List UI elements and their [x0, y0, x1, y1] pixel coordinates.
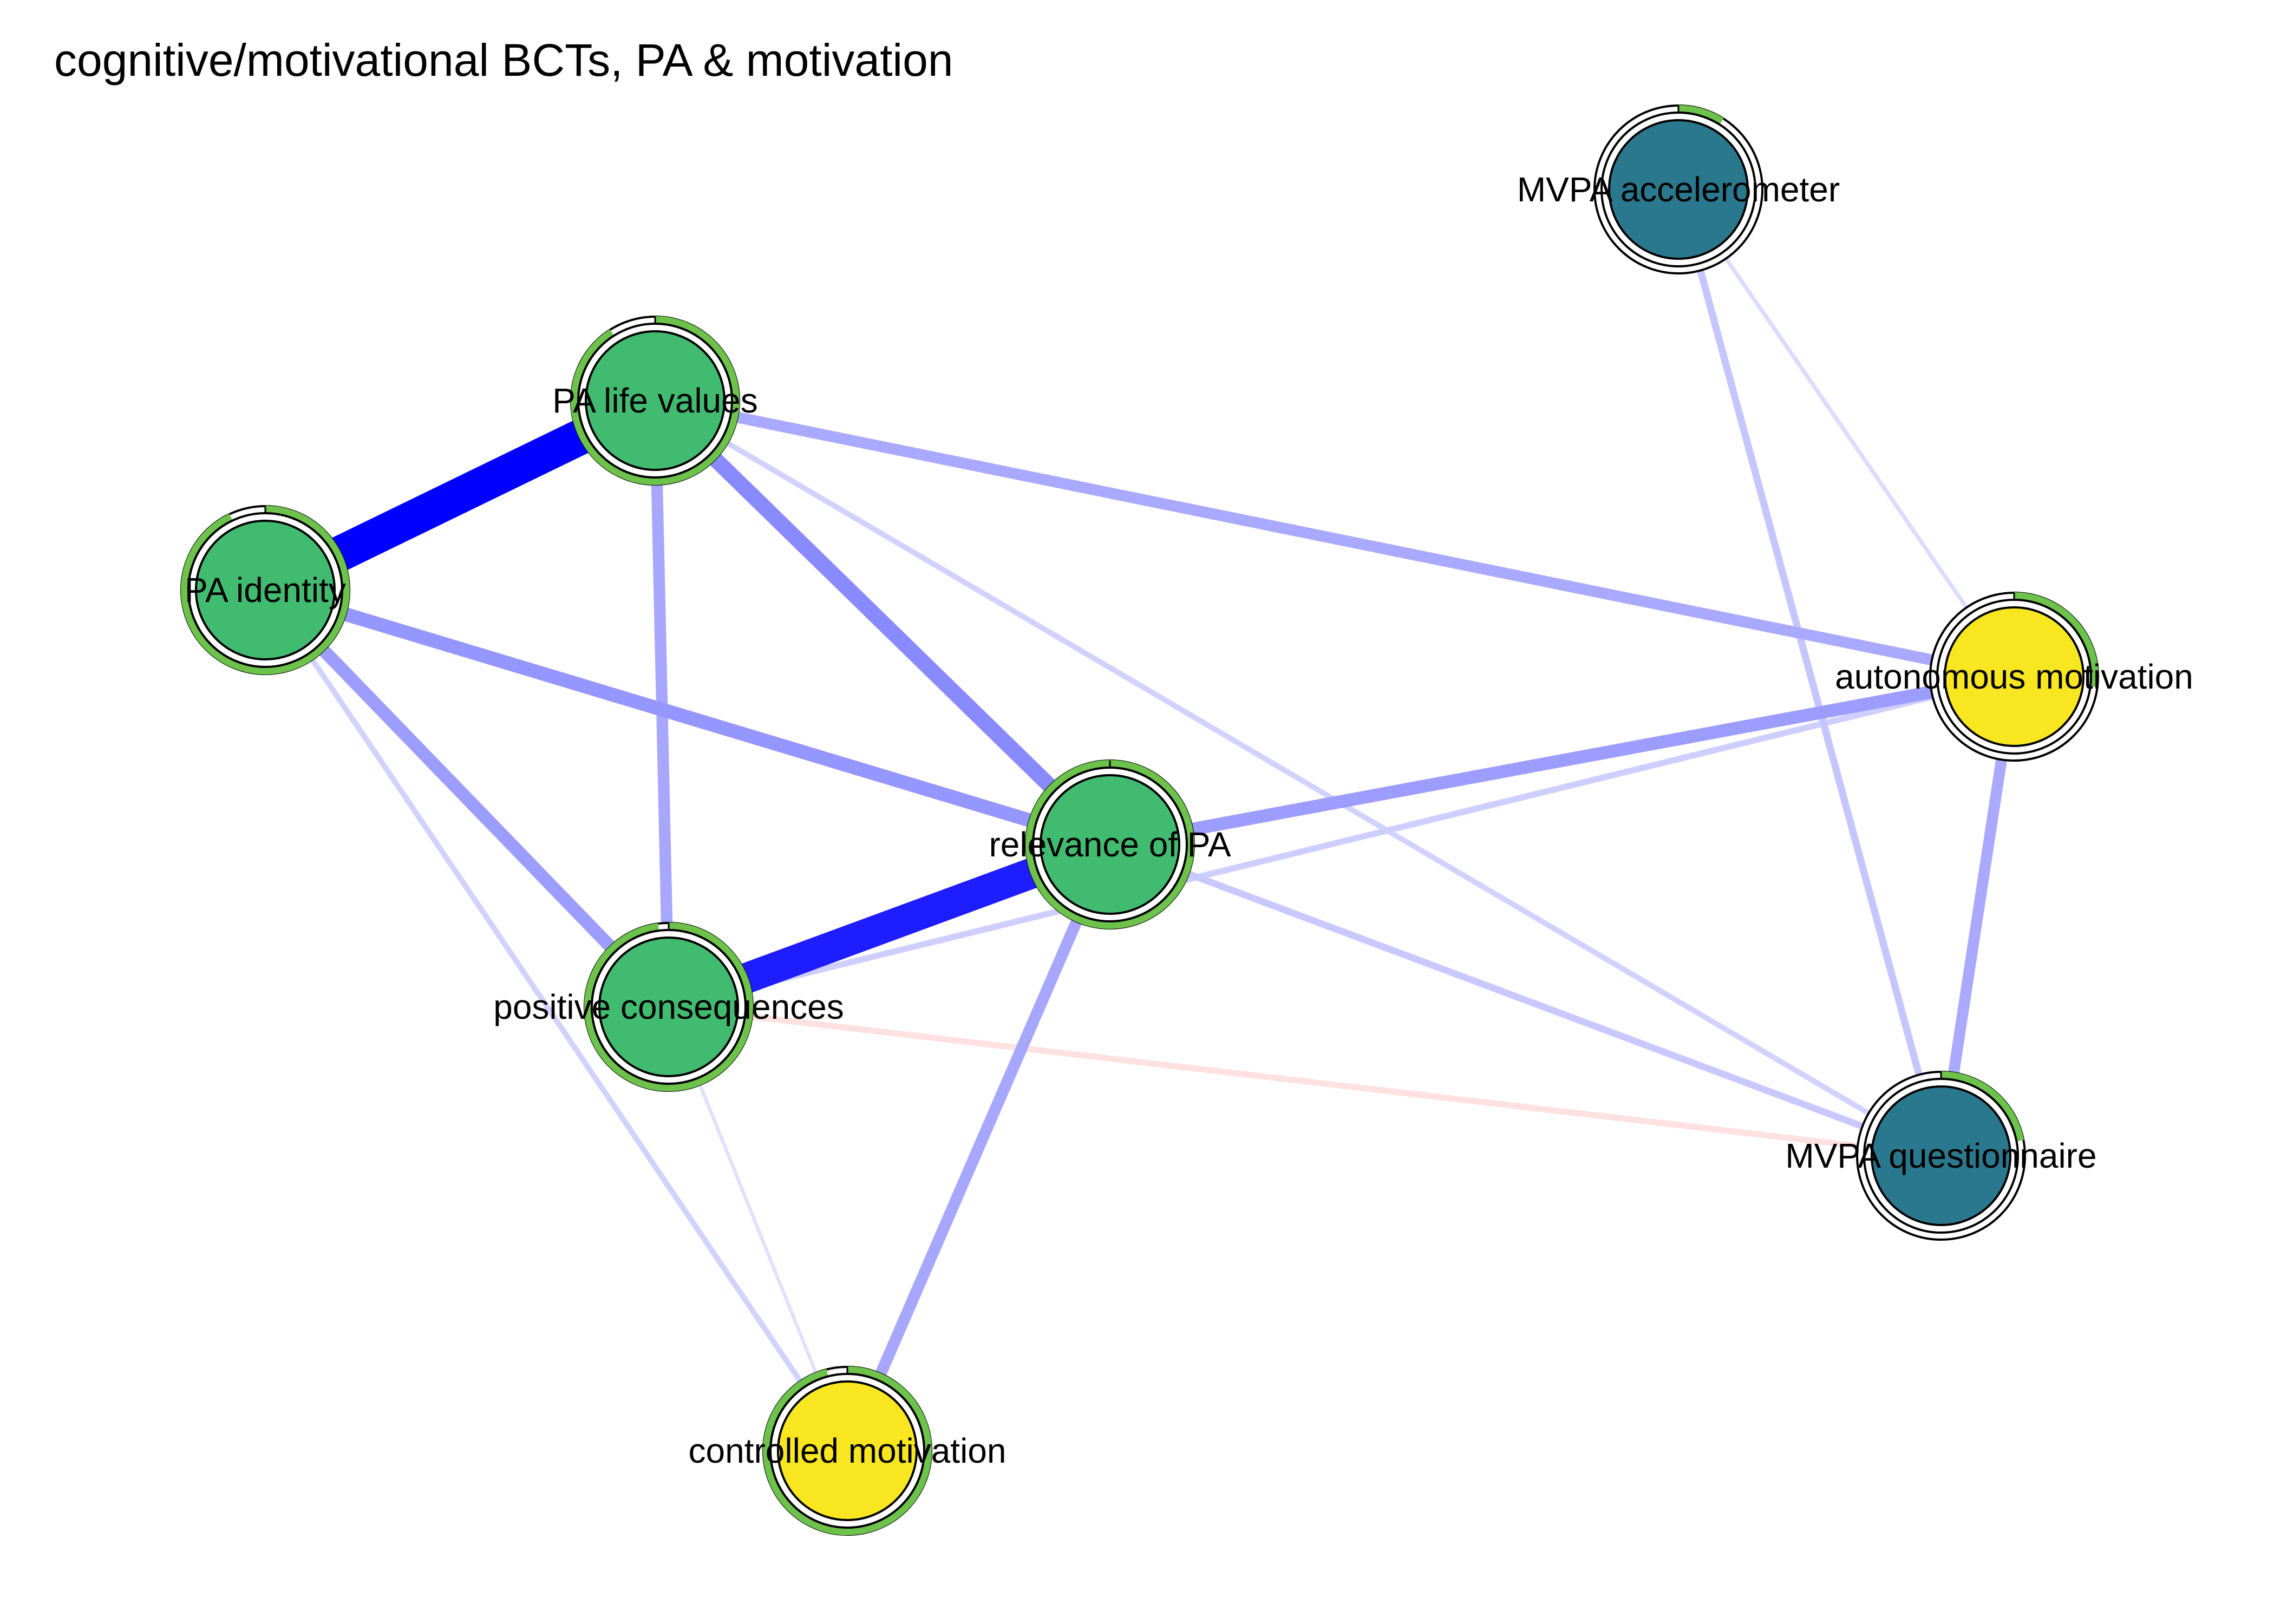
- edge-pa-identity-relevance-of-pa: [263, 583, 1112, 852]
- node-label: relevance of PA: [989, 825, 1231, 864]
- node-pie-arc: [763, 1366, 932, 1535]
- node-fill: [195, 520, 336, 660]
- node-fill: [598, 937, 739, 1077]
- node-pie-arc: [181, 506, 350, 675]
- edge-pa-life-values-mvpa-questionnaire: [654, 398, 1943, 1158]
- node-fill: [1944, 606, 2084, 747]
- node-relevance-of-pa: relevance of PA: [989, 759, 1231, 929]
- node-pie-arc: [1940, 1071, 2024, 1142]
- node-pa-identity: PA identity: [180, 505, 350, 675]
- node-pie-arc: [571, 316, 740, 485]
- node-label: autonomous motivation: [1835, 657, 2193, 696]
- edge-mvpa-accelerometer-mvpa-questionnaire: [1675, 188, 1945, 1157]
- node-fill: [777, 1380, 918, 1521]
- node-autonomous-motivation: autonomous motivation: [1835, 592, 2193, 762]
- edge-positive-consequences-autonomous-motivation: [668, 673, 2015, 1010]
- edge-pa-life-values-autonomous-motivation: [654, 395, 2016, 683]
- edge-pa-life-values-relevance-of-pa: [649, 395, 1116, 850]
- edge-relevance-of-pa-mvpa-questionnaire: [1108, 841, 1943, 1159]
- node-label: PA life values: [552, 381, 757, 420]
- node-label: controlled motivation: [689, 1431, 1007, 1470]
- edge-pa-identity-positive-consequences: [260, 585, 674, 1012]
- node-fill: [1040, 774, 1180, 915]
- node-mvpa-accelerometer: MVPA accelerometer: [1517, 104, 1840, 274]
- node-pa-life-values: PA life values: [552, 316, 758, 486]
- node-pie-arc: [1678, 105, 1724, 126]
- node-fill: [1608, 119, 1749, 260]
- nodes-layer: PA life values PA identity relevance of PA…: [180, 104, 2193, 1536]
- node-fill: [1871, 1085, 2011, 1226]
- edge-relevance-of-pa-controlled-motivation: [842, 842, 1115, 1453]
- edge-positive-consequences-mvpa-questionnaire: [668, 1004, 1942, 1159]
- node-pie-arc: [2014, 592, 2099, 687]
- node-label: MVPA questionnaire: [1785, 1136, 2096, 1175]
- node-label: positive consequences: [493, 987, 844, 1026]
- edge-pa-identity-controlled-motivation: [263, 588, 850, 1452]
- node-pie-arc: [584, 922, 753, 1091]
- edge-relevance-of-pa-autonomous-motivation: [1108, 670, 2016, 851]
- node-controlled-motivation: controlled motivation: [689, 1366, 1007, 1536]
- node-label: MVPA accelerometer: [1517, 170, 1840, 209]
- edge-mvpa-accelerometer-autonomous-motivation: [1676, 188, 2016, 678]
- node-pie-arc: [1025, 760, 1194, 929]
- node-label: PA identity: [185, 571, 346, 610]
- node-positive-consequences: positive consequences: [493, 922, 844, 1092]
- node-fill: [585, 330, 726, 471]
- graph-title: cognitive/motivational BCTs, PA & motiva…: [54, 35, 953, 86]
- node-mvpa-questionnaire: MVPA questionnaire: [1785, 1071, 2097, 1241]
